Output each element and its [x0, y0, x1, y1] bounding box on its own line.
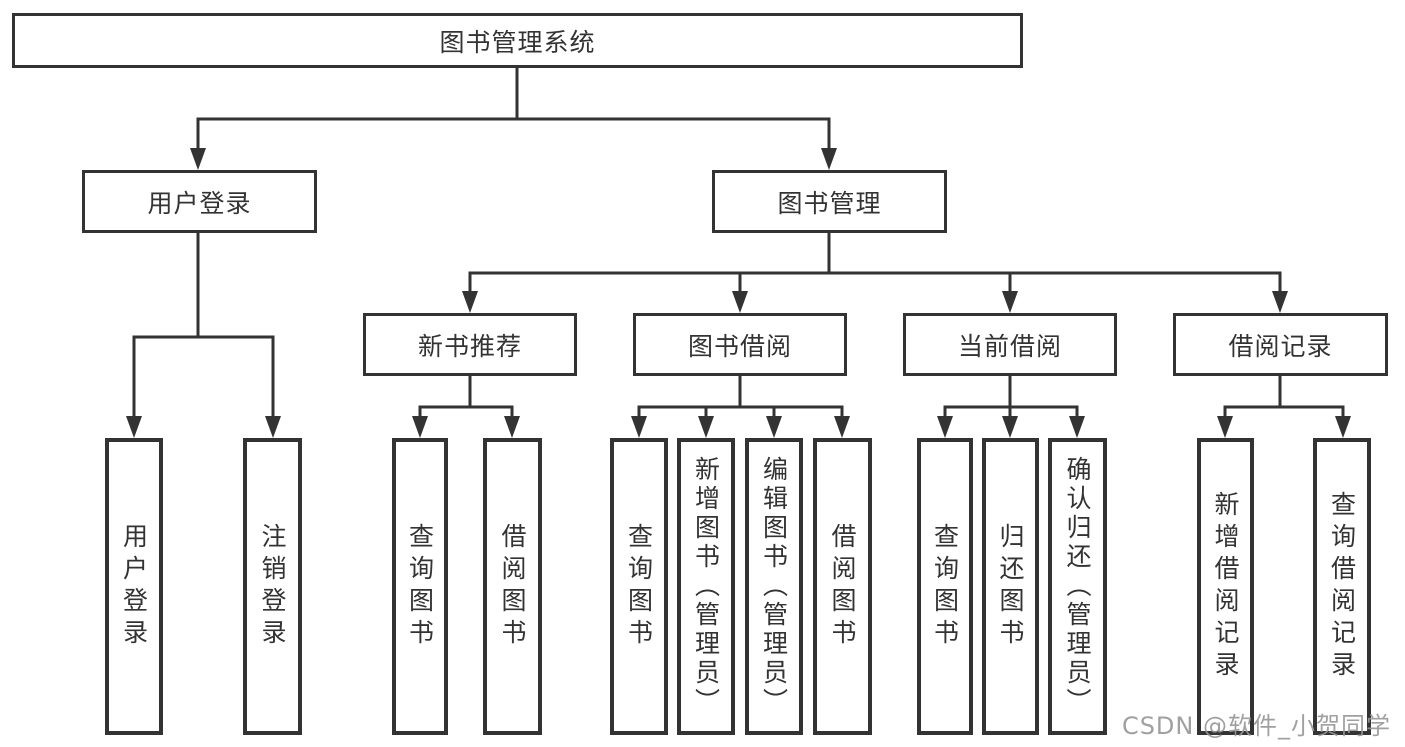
leaf-user-login-label: 用户登录: [119, 522, 149, 651]
leaf-recommend-query-book-label: 查询图书: [405, 522, 435, 651]
leaf-records-query-record-label: 查询借阅记录: [1327, 490, 1357, 683]
leaf-current-return-book: 归还图书: [982, 438, 1039, 735]
leaf-current-query-book-label: 查询图书: [930, 522, 960, 651]
leaf-records-query-record: 查询借阅记录: [1313, 438, 1371, 735]
leaf-user-login: 用户登录: [105, 438, 163, 735]
leaf-borrow-edit-book-label: 编辑图书（管理员）: [759, 456, 789, 717]
leaf-logout-label: 注销登录: [258, 522, 287, 651]
leaf-current-confirm-return-label: 确认归还（管理员）: [1063, 456, 1092, 717]
leaf-borrow-edit-book: 编辑图书（管理员）: [745, 438, 803, 735]
leaf-borrow-query-book-label: 查询图书: [624, 522, 654, 651]
group-book-borrow: 图书借阅: [633, 313, 847, 376]
leaf-recommend-query-book: 查询图书: [392, 438, 448, 735]
leaf-borrow-borrow-book-label: 借阅图书: [828, 522, 857, 651]
leaf-current-query-book: 查询图书: [917, 438, 973, 735]
leaf-recommend-borrow-book: 借阅图书: [483, 438, 542, 735]
branch-user-login: 用户登录: [82, 170, 317, 233]
csdn-watermark: CSDN @软件_小贺同学: [1121, 712, 1391, 740]
leaf-borrow-add-book: 新增图书（管理员）: [677, 438, 735, 735]
root-node: 图书管理系统: [12, 13, 1023, 68]
leaf-recommend-borrow-book-label: 借阅图书: [498, 522, 527, 651]
branch-book-management: 图书管理: [712, 170, 947, 233]
leaf-current-return-book-label: 归还图书: [996, 522, 1025, 651]
leaf-logout: 注销登录: [243, 438, 302, 735]
leaf-borrow-borrow-book: 借阅图书: [813, 438, 872, 735]
group-new-book-recommend: 新书推荐: [363, 313, 577, 376]
leaf-borrow-query-book: 查询图书: [610, 438, 668, 735]
leaf-current-confirm-return: 确认归还（管理员）: [1048, 438, 1107, 735]
group-current-borrow: 当前借阅: [903, 313, 1117, 376]
leaf-borrow-add-book-label: 新增图书（管理员）: [691, 456, 721, 717]
leaf-records-add-record: 新增借阅记录: [1197, 438, 1254, 735]
leaf-records-add-record-label: 新增借阅记录: [1211, 490, 1240, 683]
group-borrow-records: 借阅记录: [1173, 313, 1388, 376]
